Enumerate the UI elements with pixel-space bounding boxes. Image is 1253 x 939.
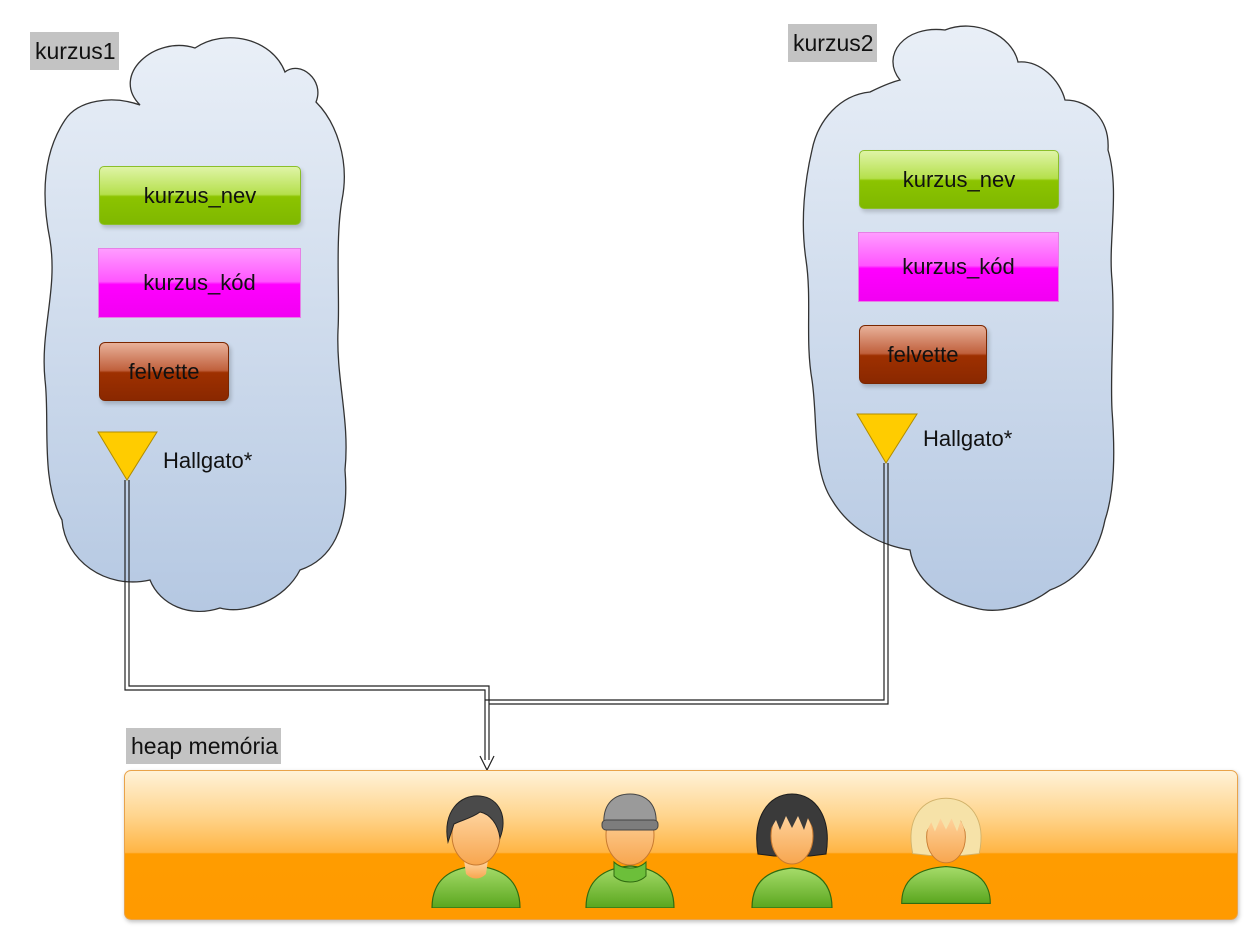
field-felvette-2: felvette [859, 325, 987, 384]
student-short-dark-hair-icon [431, 795, 521, 908]
object-label-kurzus1: kurzus1 [30, 32, 119, 70]
heap-label: heap memória [126, 728, 282, 764]
object-label-kurzus2: kurzus2 [788, 24, 877, 62]
field-kurzus-kod-1: kurzus_kód [98, 248, 301, 318]
pointer-label-kurzus1: Hallgato* [163, 448, 253, 473]
student-gray-cap-icon [585, 793, 675, 908]
heap-memory-area [124, 770, 1238, 920]
field-kurzus-nev-2: kurzus_nev [859, 150, 1059, 209]
field-felvette-1: felvette [99, 342, 229, 401]
object-cloud-kurzus1 [43, 37, 347, 612]
pointer-connector-kurzus1 [124, 480, 490, 760]
field-kurzus-kod-2: kurzus_kód [858, 232, 1059, 302]
pointer-label-kurzus2: Hallgato* [923, 426, 1013, 451]
student-blonde-hair-icon [901, 797, 991, 905]
field-kurzus-nev-1: kurzus_nev [99, 166, 301, 225]
object-cloud-kurzus2 [802, 25, 1115, 611]
connector-arrowhead [479, 755, 495, 772]
student-dark-bob-hair-icon [751, 793, 833, 908]
pointer-triangle-kurzus2 [856, 413, 918, 464]
pointer-triangle-kurzus1 [97, 431, 158, 481]
pointer-connector-kurzus2 [485, 463, 889, 705]
